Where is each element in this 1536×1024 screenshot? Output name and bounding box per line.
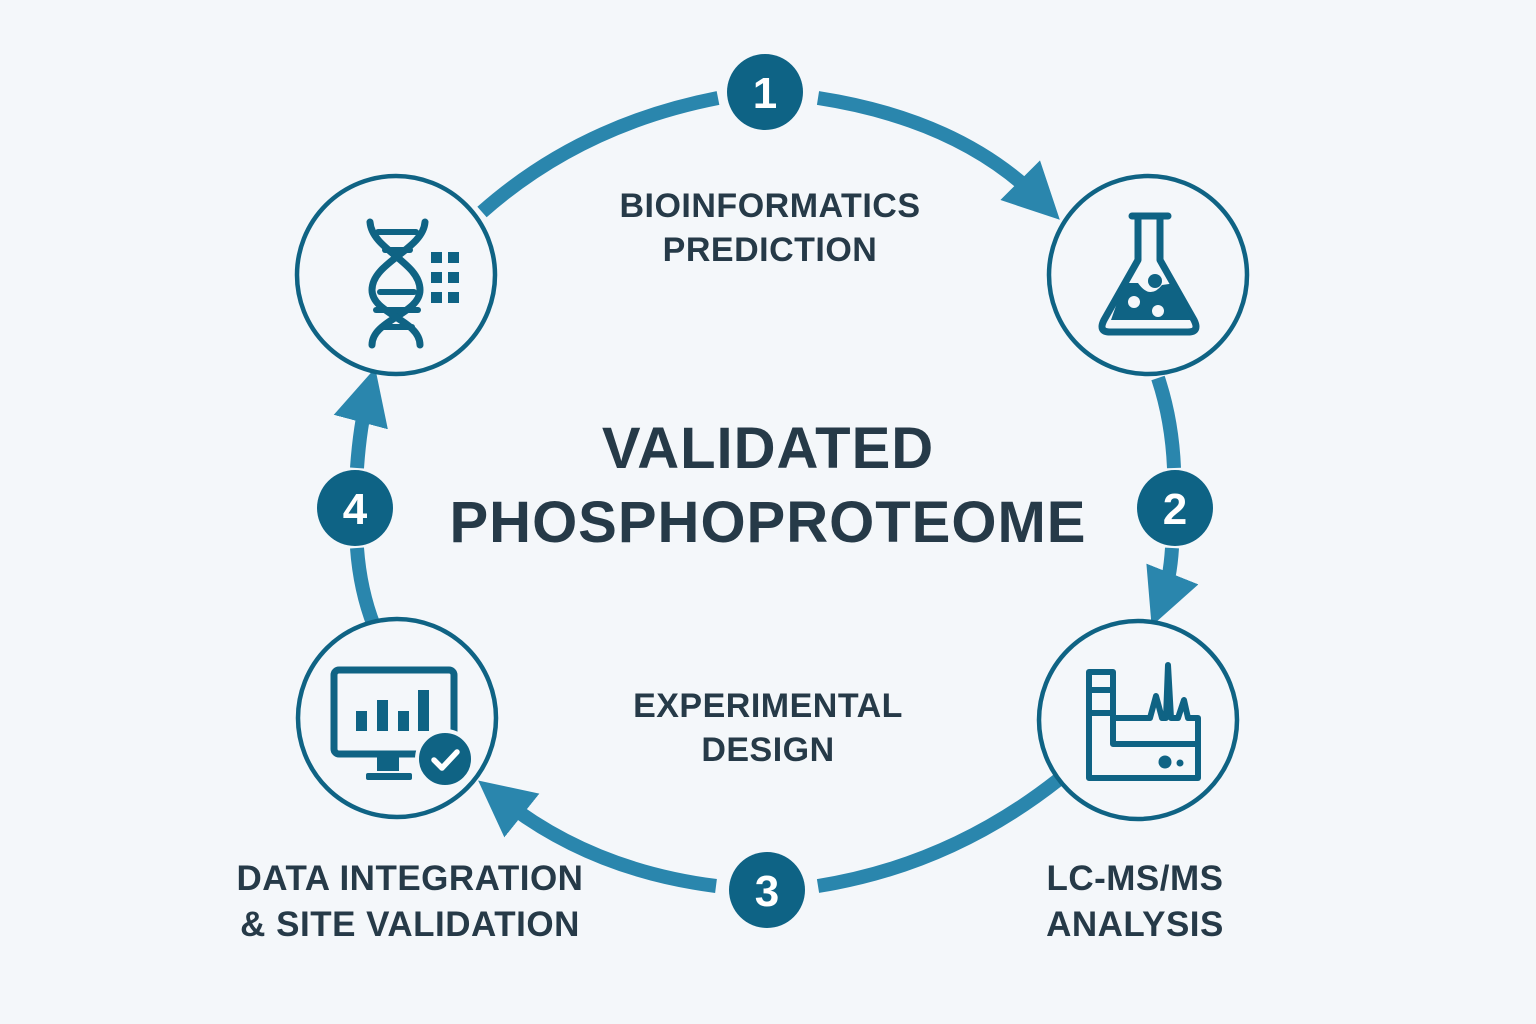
node-data-integration (295, 616, 499, 820)
arc-step-1 (816, 91, 1060, 220)
arc-left-bottom (350, 547, 381, 629)
label-data-integration: DATA INTEGRATION & SITE VALIDATION (210, 856, 610, 947)
label-line: PREDICTION (662, 231, 878, 270)
svg-text:4: 4 (343, 485, 368, 534)
svg-text:2: 2 (1163, 485, 1187, 534)
title-line-1: VALIDATED (601, 416, 935, 481)
arc-bottom-right (816, 774, 1063, 893)
step-badge-1: 1 (727, 54, 803, 130)
step-badge-2: 2 (1137, 470, 1213, 546)
label-line: LC-MS/MS (1046, 859, 1224, 898)
node-bioinformatics (294, 173, 498, 377)
label-line: BIOINFORMATICS (619, 187, 921, 225)
label-line: ANALYSIS (1046, 904, 1224, 944)
center-title: VALIDATED PHOSPHOPROTEOME (418, 412, 1118, 560)
arc-step-3 (478, 780, 717, 893)
node-lc-ms-ms (1036, 618, 1240, 822)
svg-text:3: 3 (755, 867, 779, 916)
mass-spectrometer-icon (1086, 662, 1201, 781)
node-experimental-design (1046, 173, 1250, 377)
label-line: EXPERIMENTAL (633, 687, 903, 725)
arc-top-left (477, 91, 720, 218)
label-bioinformatics-prediction: BIOINFORMATICS PREDICTION (580, 184, 960, 272)
dna-grid-icon (366, 218, 429, 349)
arc-step-2 (1146, 547, 1199, 626)
arc-step-4 (333, 367, 388, 469)
step-badge-3: 3 (729, 852, 805, 928)
label-line: DATA INTEGRATION (236, 859, 584, 898)
cycle-arrows (333, 91, 1199, 893)
monitor-chart-check-icon (330, 666, 475, 789)
arc-right-top (1151, 375, 1181, 469)
label-line: & SITE VALIDATION (240, 904, 580, 944)
data-grid-icon (431, 252, 459, 303)
flask-icon (1098, 212, 1200, 336)
step-badge-4: 4 (317, 470, 393, 546)
title-line-2: PHOSPHOPROTEOME (449, 490, 1087, 556)
label-lc-ms-ms-analysis: LC-MS/MS ANALYSIS (1000, 856, 1270, 947)
svg-text:1: 1 (753, 69, 777, 118)
label-line: DESIGN (701, 731, 835, 770)
label-experimental-design: EXPERIMENTAL DESIGN (598, 684, 938, 772)
